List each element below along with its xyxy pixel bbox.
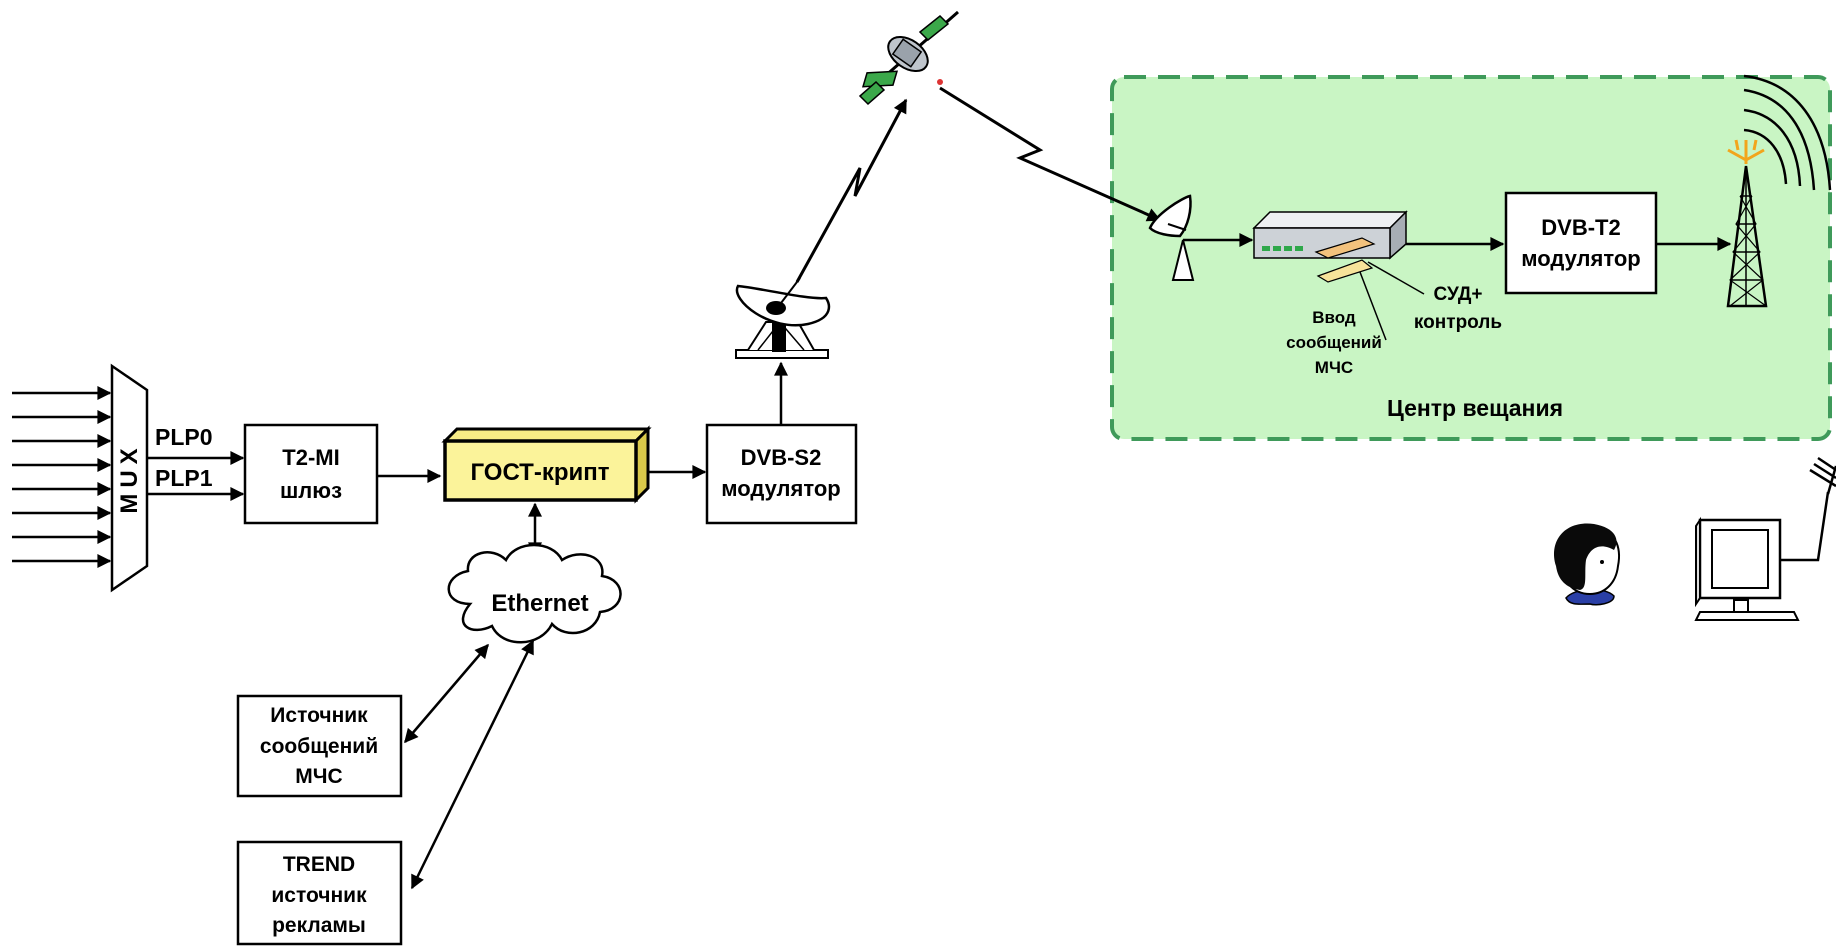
broadcast-center-label: Центр вещания	[1387, 395, 1563, 421]
uplink-dish-icon	[735, 277, 831, 359]
sud-line1: СУД+	[1434, 284, 1483, 305]
source-mchs-ethernet-link	[404, 643, 489, 744]
plp0-label: PLP0	[155, 424, 213, 450]
plp1-label: PLP1	[155, 465, 213, 491]
broadcast-waves-icon	[1743, 74, 1832, 191]
mux-block	[110, 363, 149, 593]
receiver-device-icon	[1252, 210, 1408, 283]
ethernet-label: Ethernet	[491, 590, 588, 617]
trend-line1: TREND	[283, 853, 355, 876]
tower-icon	[1726, 165, 1768, 308]
t2mi-line2: шлюз	[280, 478, 342, 503]
input-mchs-line1: Ввод	[1312, 308, 1356, 327]
trend-line2: источник	[271, 884, 367, 907]
antenna-icon	[1809, 456, 1836, 495]
trend-box	[236, 840, 403, 946]
downlink-signal	[939, 86, 1162, 222]
monitor-icon	[1694, 491, 1830, 621]
gost-crypt-box	[441, 425, 652, 504]
input-mchs-line3: МЧС	[1315, 358, 1353, 377]
t2mi-gateway-box	[243, 423, 379, 525]
dvbs2-line1: DVB-S2	[741, 445, 822, 470]
satellite-icon	[858, 10, 959, 106]
source-mchs-line2: сообщений	[260, 735, 378, 758]
source-mchs-line3: МЧС	[295, 765, 342, 788]
broadcast-center-region	[1110, 75, 1832, 441]
dvbt2-line1: DVB-T2	[1541, 215, 1620, 240]
gost-crypt-label: ГОСТ-крипт	[470, 459, 609, 486]
trend-line3: рекламы	[272, 914, 366, 937]
mux-input-arrows	[12, 386, 112, 568]
dvbs2-line2: модулятор	[721, 476, 841, 501]
source-mchs-box	[236, 694, 403, 798]
input-callout-line	[1359, 271, 1387, 341]
dvbt2-modulator-box	[1504, 191, 1658, 295]
person-icon	[1554, 523, 1620, 606]
sud-line2: контроль	[1414, 312, 1502, 333]
tower-flame-icon	[1727, 139, 1765, 164]
dvbs2-modulator-box	[705, 423, 858, 525]
dvbt2-line2: модулятор	[1521, 246, 1641, 271]
sud-callout-line	[1367, 261, 1425, 295]
trend-ethernet-link	[410, 639, 535, 890]
mux-label: MUX	[116, 442, 143, 513]
receive-dish-icon	[1148, 194, 1195, 281]
uplink-signal	[795, 98, 908, 283]
source-mchs-line1: Источник	[270, 704, 368, 727]
t2mi-line1: T2-MI	[282, 445, 339, 470]
input-mchs-line2: сообщений	[1286, 333, 1382, 352]
